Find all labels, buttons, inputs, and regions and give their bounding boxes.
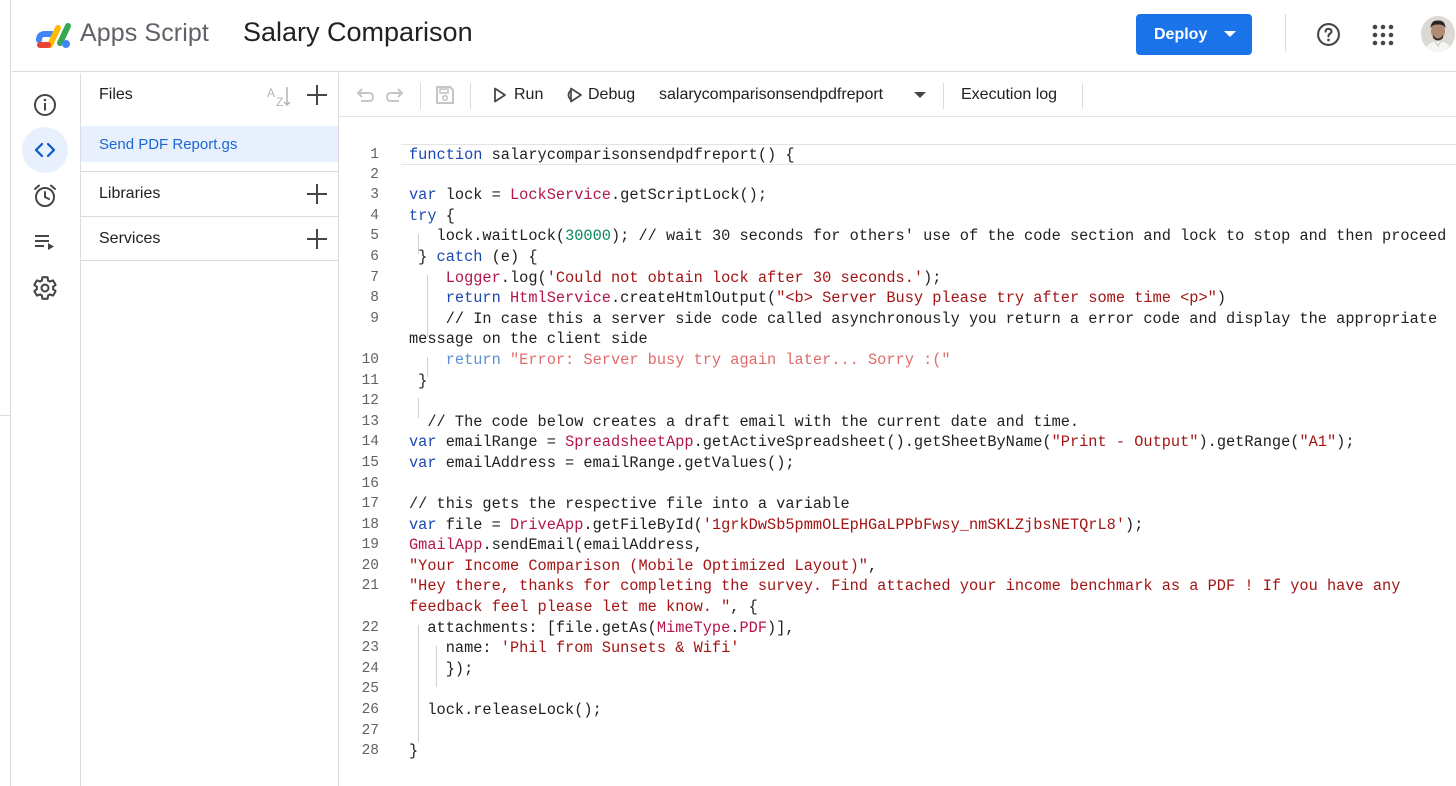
info-icon [34,94,56,116]
code-line: 5 lock.waitLock(30000); // wait 30 secon… [370,227,1447,246]
app-header: Apps Script Salary Comparison Deploy [12,0,1456,72]
executions-list-icon [35,235,54,250]
function-selector[interactable]: salarycomparisonsendpdfreport [657,73,929,117]
indent-guide [418,234,419,254]
code-line: 2 [370,166,379,183]
code-line: 12 [361,393,379,410]
toolbar-divider [420,83,421,109]
caret-down-icon [914,92,926,98]
code-line: 11 } [361,371,428,390]
code-line: 8 return HtmlService.createHtmlOutput("<… [370,289,1227,308]
libraries-label: Libraries [99,185,161,202]
code-line: 17// this gets the respective file into … [361,495,850,514]
code-line: 9 // In case this a server side code cal… [370,309,1438,328]
play-icon [494,87,506,103]
brand-name[interactable]: Apps Script [80,19,209,47]
indent-guide [427,275,428,337]
code-line: 16 [361,475,379,492]
indent-guide [436,646,437,687]
code-line: 27 [361,722,379,739]
save-icon[interactable] [434,84,456,106]
code-line: 24 }); [361,659,474,678]
services-label: Services [99,230,161,247]
svg-text:A: A [267,86,275,100]
code-line: 23 name: 'Phil from Sunsets & Wifi' [361,639,740,658]
toolbar-divider [943,83,944,109]
rail-item-settings[interactable] [22,265,68,311]
window-left-edge [0,0,11,786]
indent-guide [418,625,419,742]
code-line: message on the client side [409,330,648,349]
help-icon[interactable] [1316,22,1341,47]
caret-down-icon [1224,31,1236,37]
libraries-section[interactable]: Libraries [81,171,338,216]
code-icon [34,142,56,158]
debug-button[interactable]: Debug [563,73,643,117]
add-library-icon[interactable] [306,183,328,205]
files-panel: Files A Z Send PDF Report.gs Libraries S… [81,73,339,786]
files-header: Files A Z [81,73,338,117]
deploy-label: Deploy [1154,25,1208,43]
add-file-icon[interactable] [306,84,328,106]
files-title: Files [99,86,133,103]
file-name: Send PDF Report.gs [99,136,238,153]
rail-item-triggers[interactable] [22,173,68,219]
code-line: 26 lock.releaseLock(); [361,701,602,720]
services-section[interactable]: Services [81,216,338,261]
code-line: 20"Your Income Comparison (Mobile Optimi… [361,556,878,575]
execution-log-button[interactable]: Execution log [961,86,1058,103]
debug-icon [567,87,582,103]
apps-grid-icon[interactable] [1372,24,1394,46]
run-label: Run [514,86,544,103]
code-line: 25 [361,681,379,698]
function-name: salarycomparisonsendpdfreport [659,86,884,103]
header-divider [1285,14,1286,52]
run-button[interactable]: Run [491,73,549,117]
code-line: 7 Logger.log('Could not obtain lock afte… [370,268,942,287]
code-line: 22 attachments: [file.getAs(MimeType.PDF… [361,618,795,637]
indent-guide [427,357,428,377]
gear-icon [33,276,57,300]
alarm-clock-icon [34,184,56,207]
rail-item-executions[interactable] [22,219,68,265]
indent-guide [418,398,419,418]
editor-toolbar: Run Debug salarycomparisonsendpdfreport … [339,73,1456,117]
undo-icon[interactable] [353,84,375,106]
rail-item-overview[interactable] [22,82,68,128]
code-line: 13 // The code below creates a draft ema… [361,412,1080,431]
add-service-icon[interactable] [306,228,328,250]
code-line: 6 } catch (e) { [370,247,538,266]
file-item[interactable]: Send PDF Report.gs [81,126,338,162]
left-nav-rail [12,73,81,786]
svg-text:Z: Z [276,95,283,108]
code-line: feedback feel please let me know. ", { [409,598,758,617]
code-line: 28} [361,742,419,761]
redo-icon[interactable] [385,84,407,106]
rail-item-editor[interactable] [22,127,68,173]
avatar[interactable] [1421,16,1455,52]
deploy-button[interactable]: Deploy [1136,14,1252,55]
toolbar-divider [1082,83,1083,109]
code-line: 21"Hey there, thanks for completing the … [361,577,1401,596]
code-line: 10 return "Error: Server busy try again … [361,350,951,369]
toolbar-divider [470,83,471,109]
project-title[interactable]: Salary Comparison [243,17,473,47]
debug-label: Debug [588,86,636,103]
apps-script-logo-icon[interactable] [36,18,74,50]
sort-az-icon[interactable]: A Z [267,84,293,108]
